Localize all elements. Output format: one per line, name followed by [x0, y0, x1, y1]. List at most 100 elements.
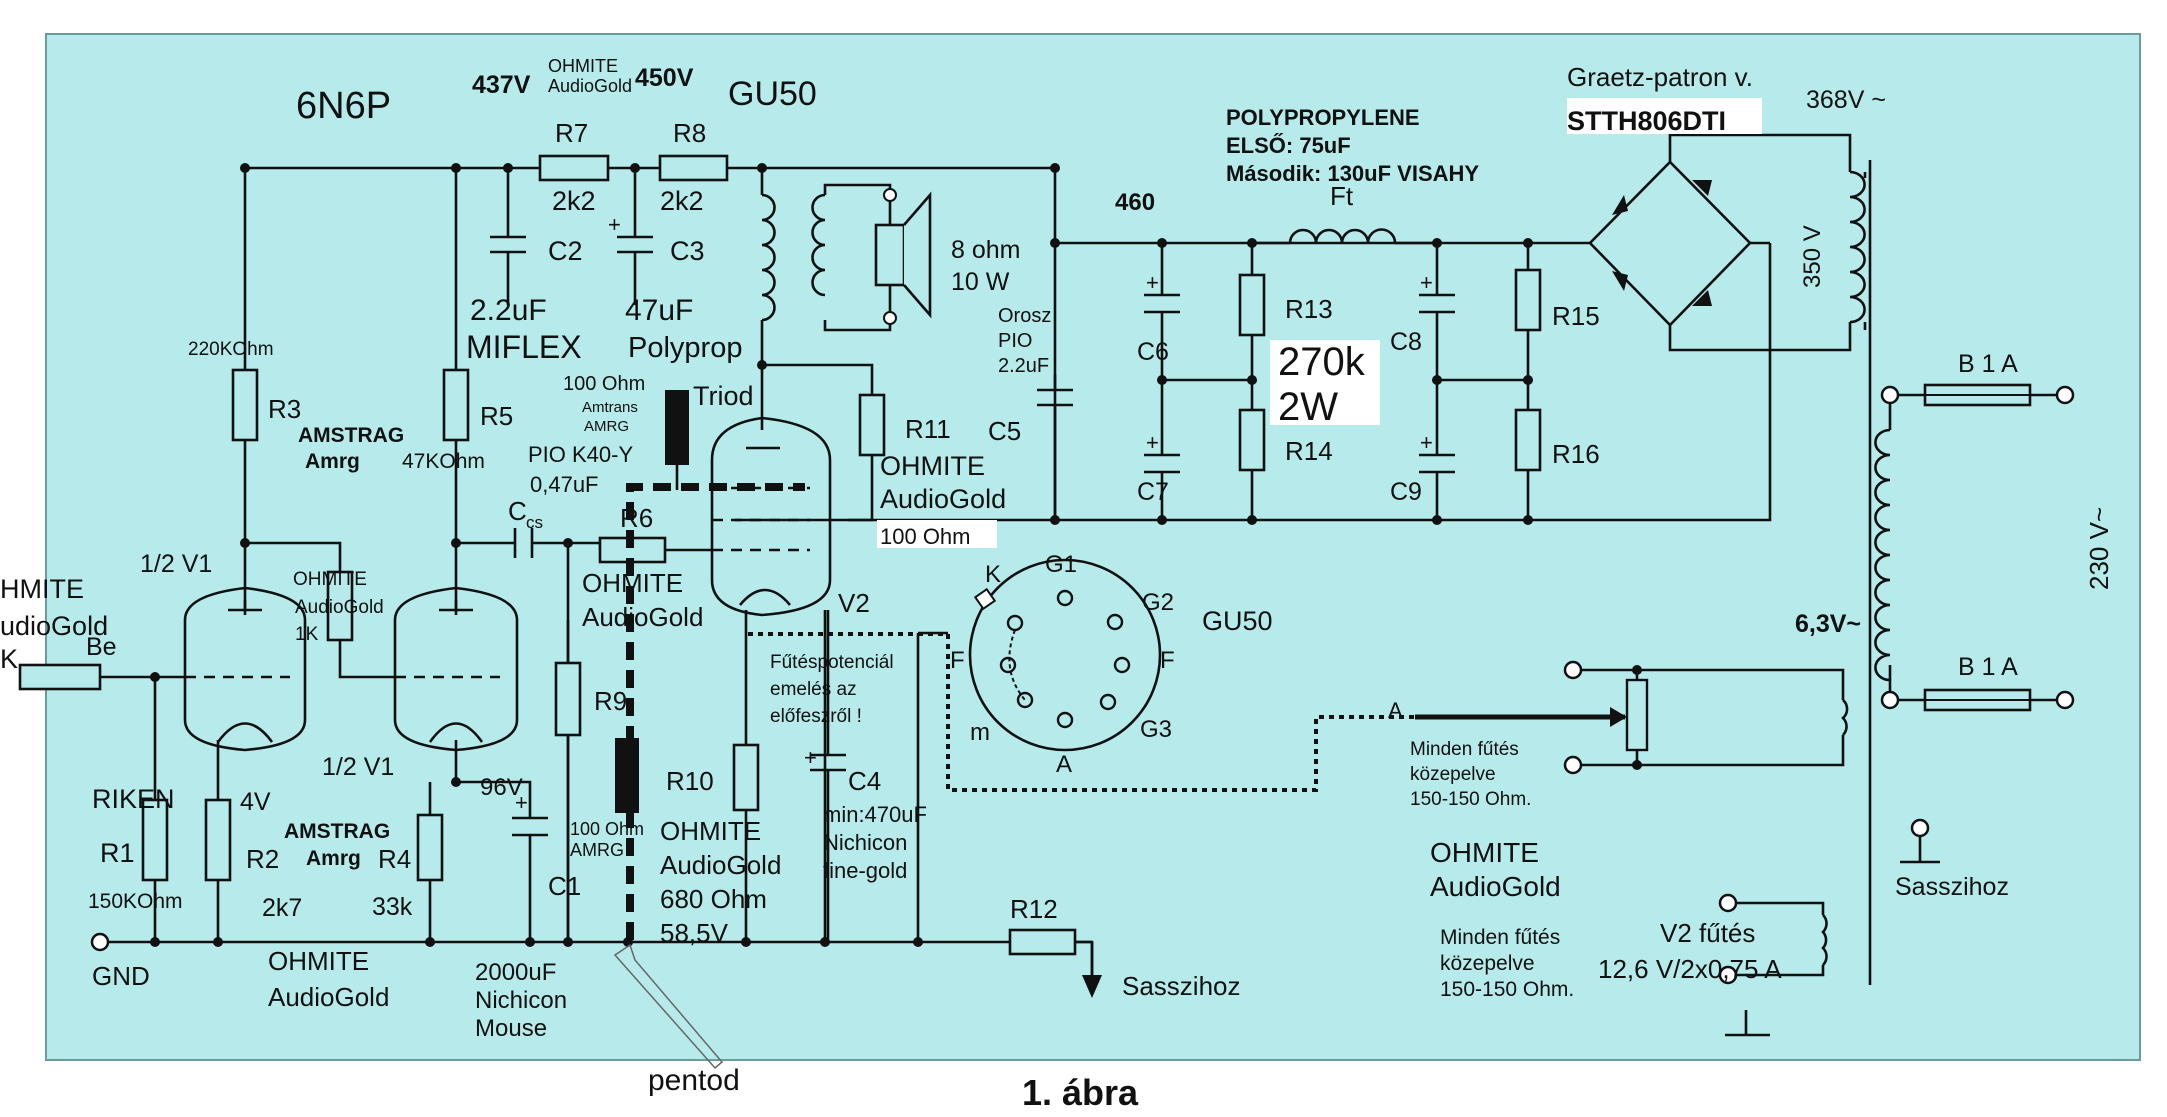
socket-title: GU50 [1202, 606, 1273, 636]
c5-label: C5 [988, 416, 1021, 446]
v350-label: 350 V [1799, 225, 1826, 288]
resistor-r7 [538, 154, 610, 182]
graetz-label: Graetz-patron v. [1567, 62, 1753, 92]
triod-value: 100 Ohm [563, 373, 645, 395]
resistor-r4 [416, 813, 444, 882]
v1-right-label: 1/2 V1 [322, 753, 394, 781]
heat2-c: 150-150 Ohm. [1440, 978, 1574, 1001]
cap-ccs [513, 528, 534, 558]
fuse1-label: B 1 A [1958, 350, 2018, 378]
schematic-panel [45, 33, 2141, 1061]
r11-value-bg [877, 520, 997, 548]
amstrag1-b: Amrg [305, 450, 360, 473]
r7-label: R7 [555, 118, 588, 148]
fuse2-label: B 1 A [1958, 653, 2018, 681]
cap-c8 [1419, 293, 1455, 314]
c3-value: 47uF [625, 294, 693, 327]
r7-ohmite-a: OHMITE [548, 56, 618, 76]
sasszi-label-r12: Sasszihoz [1122, 971, 1241, 1001]
heater-note-b: emelés az [770, 679, 857, 700]
v437-label: 437V [472, 71, 531, 99]
cap-c5 [1037, 388, 1073, 407]
c7-label: C7 [1137, 478, 1169, 506]
ohmite-1k-c: 1K [295, 624, 319, 645]
pot-a-label: A [1388, 698, 1403, 723]
resistor-r14 [1238, 408, 1266, 472]
r11-ohmite-a: OHMITE [880, 451, 985, 481]
c6-plus: + [1146, 270, 1159, 295]
c9-plus: + [1420, 430, 1433, 455]
pentod-brand: AMRG [570, 840, 624, 860]
v2-heat-b: 12,6 V/2x0,75 A [1598, 954, 1782, 984]
c1-plus: + [515, 790, 528, 815]
speaker-power: 10 W [951, 268, 1010, 296]
r10-label: R10 [666, 766, 714, 796]
r13-label: R13 [1285, 294, 1333, 324]
c2-type: MIFLEX [466, 329, 582, 365]
r11-label: R11 [905, 414, 951, 444]
r3-value: 220KOhm [188, 339, 274, 360]
r14-label: R14 [1285, 436, 1333, 466]
heater-bias-dotted-path [748, 632, 1420, 792]
resistor-r15 [1514, 268, 1542, 332]
c8-plus: + [1420, 270, 1433, 295]
gu50-socket [968, 558, 1162, 752]
c5-type: PIO [998, 330, 1032, 352]
r9-label: R9 [594, 686, 627, 716]
ccs-value: 0,47uF [530, 472, 599, 497]
r2-label: R2 [246, 844, 279, 874]
resistor-r2 [204, 798, 232, 882]
c3-label: C3 [670, 236, 705, 266]
c1-value: 2000uF [475, 959, 556, 986]
tube-type-label: 6N6P [296, 85, 391, 127]
cap-c7 [1144, 453, 1180, 474]
cap-c3 [617, 235, 653, 254]
input-be-label: Be [86, 633, 117, 661]
r1-value: 150KOhm [88, 890, 183, 913]
v368-label: 368V ~ [1806, 86, 1886, 114]
r4-value: 33k [372, 893, 413, 921]
resistor-pentod-100ohm [615, 738, 639, 813]
speaker-impedance: 8 ohm [951, 236, 1020, 264]
speaker-icon [874, 188, 932, 325]
cap-c1 [512, 816, 548, 837]
junction-dots [150, 163, 1642, 947]
ground-arrow-icon [1082, 975, 1102, 998]
poly-a: POLYPROPYLENE [1226, 105, 1420, 130]
resistor-r12 [1008, 928, 1077, 956]
socket-pin-g1: G1 [1045, 551, 1077, 578]
poly-c: Második: 130uF VISAHY [1226, 161, 1479, 186]
heater-note-a: Fűtéspotenciál [770, 652, 894, 673]
output-transformer-primary [761, 193, 776, 322]
secondary-350v [1849, 170, 1866, 324]
c2-label: C2 [548, 236, 583, 266]
psu-ohmite-b: AudioGold [1430, 871, 1561, 902]
heater-63v-coil [1841, 699, 1849, 736]
c1-series: Mouse [475, 1015, 547, 1042]
terminals [90, 385, 2075, 985]
ccs-label: C [508, 496, 527, 526]
all-heat-c: 150-150 Ohm. [1410, 789, 1531, 810]
r11-value: 100 Ohm [880, 524, 971, 549]
cap-c9 [1419, 453, 1455, 474]
ccs-sub: cs [526, 513, 543, 532]
r270-power: 2W [1278, 385, 1338, 429]
r5-label: R5 [480, 401, 513, 431]
sasszi-label-psu: Sasszihoz [1895, 873, 2009, 901]
c5-origin: Orosz [998, 305, 1051, 327]
c6-label: C6 [1137, 338, 1169, 366]
resistor-r3 [231, 368, 259, 442]
cathode-voltage: 4V [240, 788, 271, 816]
c3-plus: + [608, 212, 621, 237]
cap-c2 [490, 235, 526, 254]
socket-pin-f-right: F [1160, 647, 1175, 674]
riken-label: RIKEN [92, 784, 175, 814]
r12-label: R12 [1010, 894, 1058, 924]
socket-pin-g2: G2 [1142, 589, 1174, 616]
input-k: K [0, 644, 18, 674]
ohmite-1k-a: OHMITE [293, 569, 367, 590]
diode-label-bg [1567, 98, 1762, 134]
r4-label: R4 [378, 844, 411, 874]
labels: 6N6P 437V OHMITE AudioGold 450V GU50 R7 … [0, 56, 2114, 1113]
